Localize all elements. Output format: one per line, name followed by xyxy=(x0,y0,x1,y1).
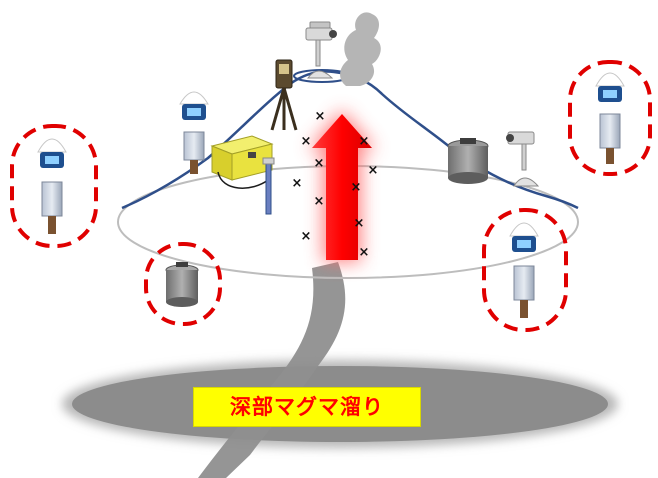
callout-seismometer-left xyxy=(10,124,98,248)
hypocenter-marker-icon: × xyxy=(368,163,379,178)
callout-gravimeter-left xyxy=(144,242,222,326)
eruption-plume xyxy=(340,12,381,86)
seismometer-icon xyxy=(37,138,67,234)
camera-icon xyxy=(305,21,337,79)
magma-chamber-label: 深部マグマ溜り xyxy=(193,387,421,427)
hypocenter-marker-icon: × xyxy=(301,229,312,244)
gas-sampler-icon xyxy=(447,138,489,184)
hypocenter-marker-icon: × xyxy=(359,134,370,149)
hypocenter-marker-icon: × xyxy=(354,216,365,231)
magma-conduit xyxy=(198,262,346,478)
hypocenter-marker-icon: × xyxy=(351,180,362,195)
hypocenter-marker-icon: × xyxy=(301,134,312,149)
tiltmeter-icon xyxy=(270,59,298,131)
camera-icon xyxy=(506,131,540,187)
callout-seismometer-right-top xyxy=(568,60,652,176)
data-logger-icon xyxy=(210,135,274,189)
seismometer-icon xyxy=(179,91,209,174)
seismometer-icon xyxy=(509,222,539,318)
hypocenter-marker-icon: × xyxy=(314,194,325,209)
hypocenter-marker-icon: × xyxy=(292,176,303,191)
magma-uplift-arrow xyxy=(308,110,376,262)
hypocenter-marker-icon: × xyxy=(314,156,325,171)
seismometer-icon xyxy=(595,72,625,164)
hypocenter-marker-icon: × xyxy=(359,245,370,260)
hypocenter-marker-icon: × xyxy=(315,109,326,124)
hypocenter-markers: × × × × × × × × × × × xyxy=(292,109,379,260)
probe-icon xyxy=(262,157,275,215)
callout-seismometer-right-bottom xyxy=(482,208,568,332)
gravimeter-icon xyxy=(165,262,199,307)
